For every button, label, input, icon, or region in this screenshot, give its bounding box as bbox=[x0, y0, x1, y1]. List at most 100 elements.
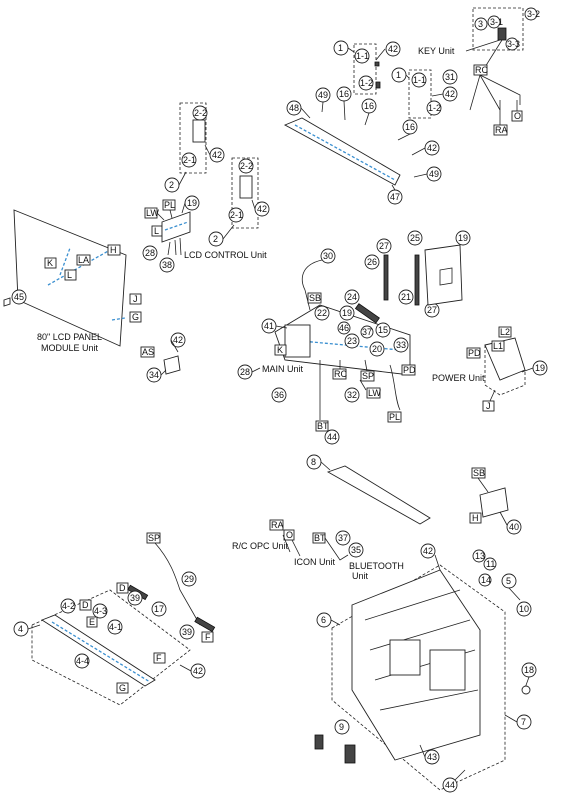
callout-3-1: 3-1 bbox=[490, 17, 503, 27]
icon-unit-label: ICON Unit bbox=[294, 557, 336, 567]
connector-sb: SB bbox=[473, 468, 485, 478]
callout-45: 45 bbox=[14, 292, 24, 302]
callout-1: 1 bbox=[338, 43, 343, 53]
connector-j: J bbox=[133, 294, 138, 304]
callout-19: 19 bbox=[342, 308, 352, 318]
connector-lw: LW bbox=[368, 388, 381, 398]
connector-lw: LW bbox=[146, 208, 159, 218]
callout-4-1: 4-1 bbox=[109, 622, 122, 632]
callout-19: 19 bbox=[187, 198, 197, 208]
callout-4-3: 4-3 bbox=[94, 606, 107, 616]
callout-30: 30 bbox=[323, 251, 333, 261]
top-led-bar: 48 49 16 16 16 42 47 49 bbox=[283, 86, 442, 205]
connector-ra: RA bbox=[495, 125, 508, 135]
lcd-control-unit-assembly: 2-2 2-1 42 2 2-2 2-1 42 2 LW PL L 19 28 … bbox=[142, 102, 270, 273]
lcd-panel-label-line1: 80" LCD PANEL bbox=[37, 332, 102, 342]
callout-21: 21 bbox=[401, 292, 411, 302]
power-unit-assembly: L2 PD L1 POWER Unit 19 J bbox=[432, 326, 548, 412]
rear-cover-assembly: 42 13 11 14 5 10 6 7 18 9 43 44 bbox=[314, 543, 537, 793]
callout-4-2: 4-2 bbox=[62, 601, 75, 611]
callout-47: 47 bbox=[390, 192, 400, 202]
connector-j: J bbox=[486, 401, 491, 411]
callout-32: 32 bbox=[347, 390, 357, 400]
callout-10: 10 bbox=[519, 604, 529, 614]
connector-pd: PD bbox=[403, 365, 416, 375]
key-unit-label: KEY Unit bbox=[418, 46, 455, 56]
callout-5: 5 bbox=[506, 576, 511, 586]
connector-l: L bbox=[154, 226, 159, 236]
connector-k: K bbox=[277, 345, 283, 355]
connector-sp: SP bbox=[148, 533, 160, 543]
connector-f: F bbox=[156, 653, 162, 663]
callout-23: 23 bbox=[347, 336, 357, 346]
callout-2: 2 bbox=[213, 234, 218, 244]
callout-43: 43 bbox=[427, 752, 437, 762]
callout-1-1: 1-1 bbox=[356, 51, 369, 61]
callout-42: 42 bbox=[423, 546, 433, 556]
callout-19: 19 bbox=[535, 363, 545, 373]
connector-l2: L2 bbox=[500, 327, 510, 337]
callout-16: 16 bbox=[364, 101, 374, 111]
callout-2: 2 bbox=[169, 180, 174, 190]
main-unit-assembly: 30 SB 24 22 19 46 15 37 23 20 41 K MAIN … bbox=[237, 248, 416, 432]
callout-3-2: 3-2 bbox=[527, 9, 540, 19]
callout-26: 26 bbox=[367, 257, 377, 267]
callout-37: 37 bbox=[362, 327, 372, 337]
callout-18: 18 bbox=[524, 665, 534, 675]
callout-42: 42 bbox=[257, 204, 267, 214]
callout-44: 44 bbox=[445, 780, 455, 790]
callout-19: 19 bbox=[458, 233, 468, 243]
connector-g: G bbox=[119, 683, 126, 693]
callout-6: 6 bbox=[321, 615, 326, 625]
callout-15: 15 bbox=[378, 325, 388, 335]
callout-48: 48 bbox=[289, 103, 299, 113]
callout-42: 42 bbox=[193, 666, 203, 676]
callout-1: 1 bbox=[396, 70, 401, 80]
connector-l: L bbox=[67, 270, 72, 280]
callout-44: 44 bbox=[327, 432, 337, 442]
connector-o: O bbox=[514, 111, 521, 121]
as-bracket: AS 42 34 bbox=[140, 332, 186, 383]
h-board: SB H 40 bbox=[469, 467, 522, 535]
callout-1-2: 1-2 bbox=[360, 78, 373, 88]
callout-33: 33 bbox=[396, 340, 406, 350]
rc-icon-bt-units: RA O R/C OPC Unit ICON Unit BT 37 35 BLU… bbox=[232, 519, 404, 581]
bluetooth-unit-label-line1: BLUETOOTH bbox=[349, 561, 404, 571]
callout-1-2: 1-2 bbox=[428, 103, 441, 113]
connector-l1: L1 bbox=[493, 341, 503, 351]
callout-27: 27 bbox=[379, 241, 389, 251]
bottom-led-bar-assembly: SP 29 D 39 17 39 F 4 4-2 D 4-3 4-1 E 4-4… bbox=[13, 532, 216, 706]
connector-e: E bbox=[89, 617, 95, 627]
callout-27: 27 bbox=[427, 305, 437, 315]
callout-41: 41 bbox=[264, 321, 274, 331]
callout-16: 16 bbox=[339, 89, 349, 99]
callout-49: 49 bbox=[429, 169, 439, 179]
connector-pd: PD bbox=[468, 348, 481, 358]
callout-22: 22 bbox=[317, 308, 327, 318]
callout-2-1: 2-1 bbox=[183, 155, 196, 165]
rc-opc-unit-label: R/C OPC Unit bbox=[232, 541, 289, 551]
callout-31: 31 bbox=[445, 72, 455, 82]
connector-sp: SP bbox=[362, 371, 374, 381]
connector-h: H bbox=[110, 245, 117, 255]
callout-49: 49 bbox=[318, 90, 328, 100]
callout-42: 42 bbox=[445, 89, 455, 99]
callout-36: 36 bbox=[274, 390, 284, 400]
callout-16: 16 bbox=[405, 122, 415, 132]
main-unit-label: MAIN Unit bbox=[262, 364, 304, 374]
callout-42: 42 bbox=[388, 44, 398, 54]
speaker-bar: 44 8 bbox=[306, 429, 431, 525]
callout-9: 9 bbox=[339, 722, 344, 732]
key-unit-assembly: 3 3-1 3-2 3-3 KEY Unit 31 RC RA O bbox=[418, 7, 540, 136]
callout-40: 40 bbox=[509, 522, 519, 532]
connector-g: G bbox=[132, 312, 139, 322]
callout-14: 14 bbox=[481, 575, 491, 585]
connector-la: LA bbox=[78, 255, 89, 265]
callout-17: 17 bbox=[154, 604, 164, 614]
connector-k: K bbox=[47, 258, 53, 268]
callout-2-2: 2-2 bbox=[194, 108, 207, 118]
callout-39: 39 bbox=[182, 627, 192, 637]
callout-20: 20 bbox=[372, 344, 382, 354]
connector-d: D bbox=[82, 600, 89, 610]
